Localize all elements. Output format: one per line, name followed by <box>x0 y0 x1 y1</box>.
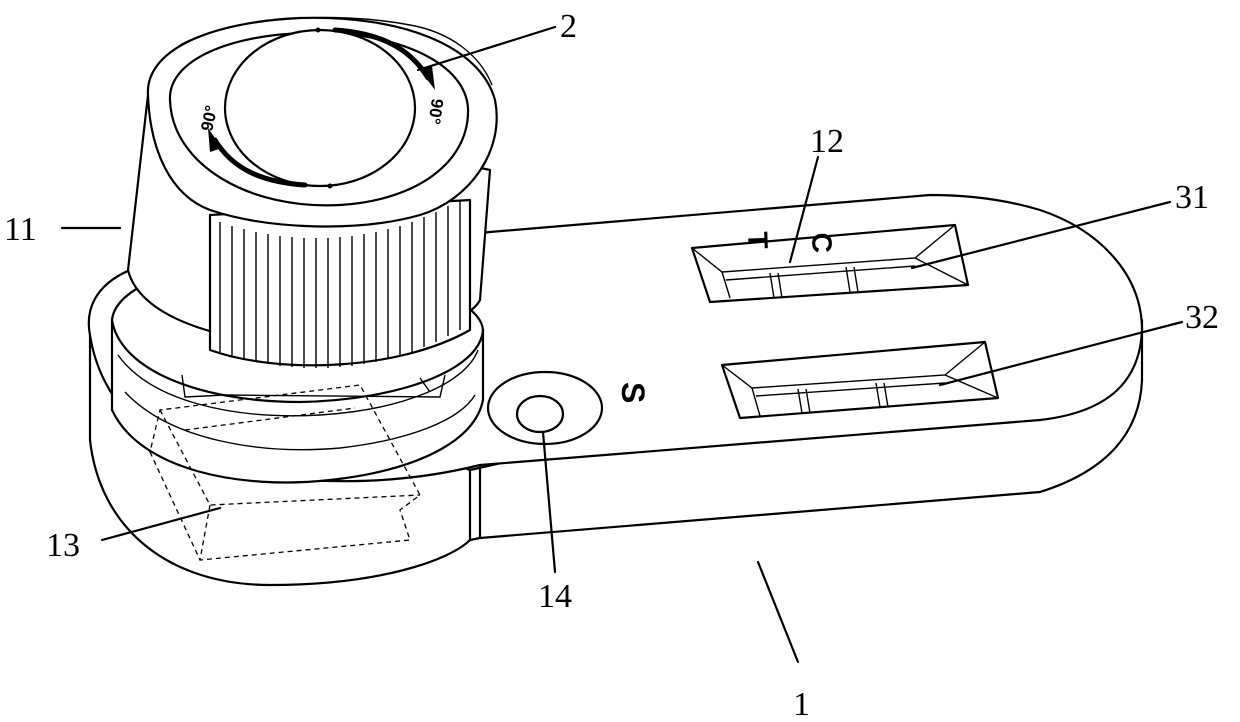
label-2: 2 <box>560 8 577 45</box>
control-line-marking: C <box>806 232 838 253</box>
label-31: 31 <box>1175 179 1209 216</box>
cylinder-body <box>128 18 497 368</box>
leader-line-1 <box>758 562 798 662</box>
label-11: 11 <box>4 211 37 248</box>
rotation-marking-right: 90° <box>424 97 446 125</box>
sample-port <box>488 372 602 444</box>
label-32: 32 <box>1185 299 1219 336</box>
label-1: 1 <box>793 686 810 722</box>
label-12: 12 <box>810 123 844 160</box>
label-13: 13 <box>46 527 80 564</box>
sample-marking: S <box>615 382 651 403</box>
test-line-marking: T <box>742 231 774 249</box>
label-14: 14 <box>538 578 572 615</box>
